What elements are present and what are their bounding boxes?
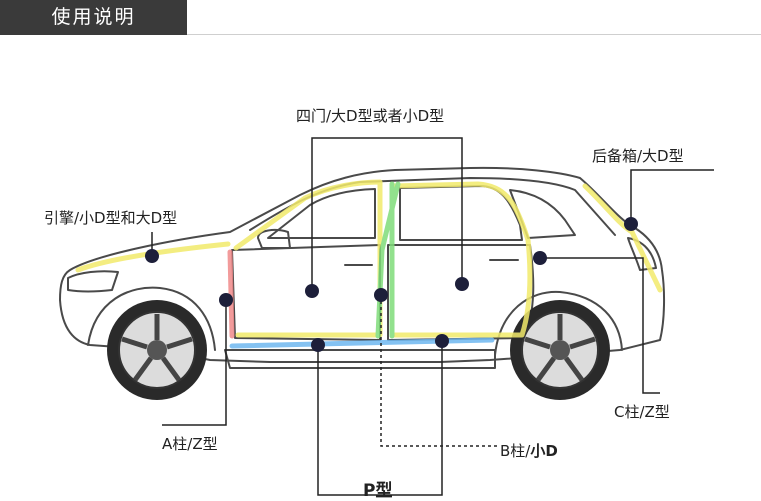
leader-b-pillar xyxy=(380,295,497,447)
car-roof xyxy=(249,177,616,236)
car-body-outline xyxy=(59,166,666,363)
leader-four-doors xyxy=(311,137,463,290)
header-divider xyxy=(187,34,761,35)
leader-trunk xyxy=(630,169,714,224)
front-wheel-arch xyxy=(87,286,216,351)
leader-a-pillar xyxy=(162,300,227,426)
a-pillar-seal xyxy=(227,249,235,339)
front-door-seal xyxy=(233,179,383,338)
label-hood: 引擎/小D型和大D型 xyxy=(44,209,178,227)
marker-sill-front xyxy=(311,338,325,352)
marker-hood xyxy=(145,249,159,263)
label-sill: P型 xyxy=(363,481,393,501)
rear-door-seal xyxy=(389,181,533,338)
label-c-pillar: C柱/Z型 xyxy=(614,403,670,421)
label-b-pillar-suffix: 小D xyxy=(530,442,558,460)
leader-c-pillar xyxy=(540,257,660,394)
label-a-pillar: A柱/Z型 xyxy=(162,435,218,453)
sill-seal xyxy=(229,337,495,349)
hood-seal xyxy=(75,241,231,273)
markers xyxy=(145,217,638,352)
leader-lines xyxy=(151,137,714,496)
side-mirror xyxy=(257,229,291,249)
marker-trunk xyxy=(624,217,638,231)
label-four-doors: 四门/大D型或者小D型 xyxy=(296,107,445,125)
label-b-pillar: B柱/小D xyxy=(500,440,558,461)
label-b-pillar-main: B柱/ xyxy=(500,442,531,460)
label-trunk: 后备箱/大D型 xyxy=(592,147,684,165)
marker-b-pillar xyxy=(374,288,388,302)
trunk-seal xyxy=(582,183,663,293)
marker-c-pillar xyxy=(533,251,547,265)
headlight xyxy=(67,270,119,293)
marker-a-pillar xyxy=(219,293,233,307)
marker-four-doors-rear xyxy=(455,277,469,291)
marker-sill-rear xyxy=(435,334,449,348)
rear-wheel xyxy=(510,300,610,400)
marker-four-doors-front xyxy=(305,284,319,298)
quarter-window xyxy=(509,189,576,239)
header-title: 使用说明 xyxy=(51,6,136,28)
header-bar xyxy=(0,0,187,35)
rear-wheel-arch xyxy=(494,290,623,356)
front-door xyxy=(231,244,381,341)
side-sill xyxy=(224,349,496,369)
leader-sill xyxy=(317,342,443,496)
seal-highlights xyxy=(75,179,663,349)
front-wheel xyxy=(107,300,207,400)
